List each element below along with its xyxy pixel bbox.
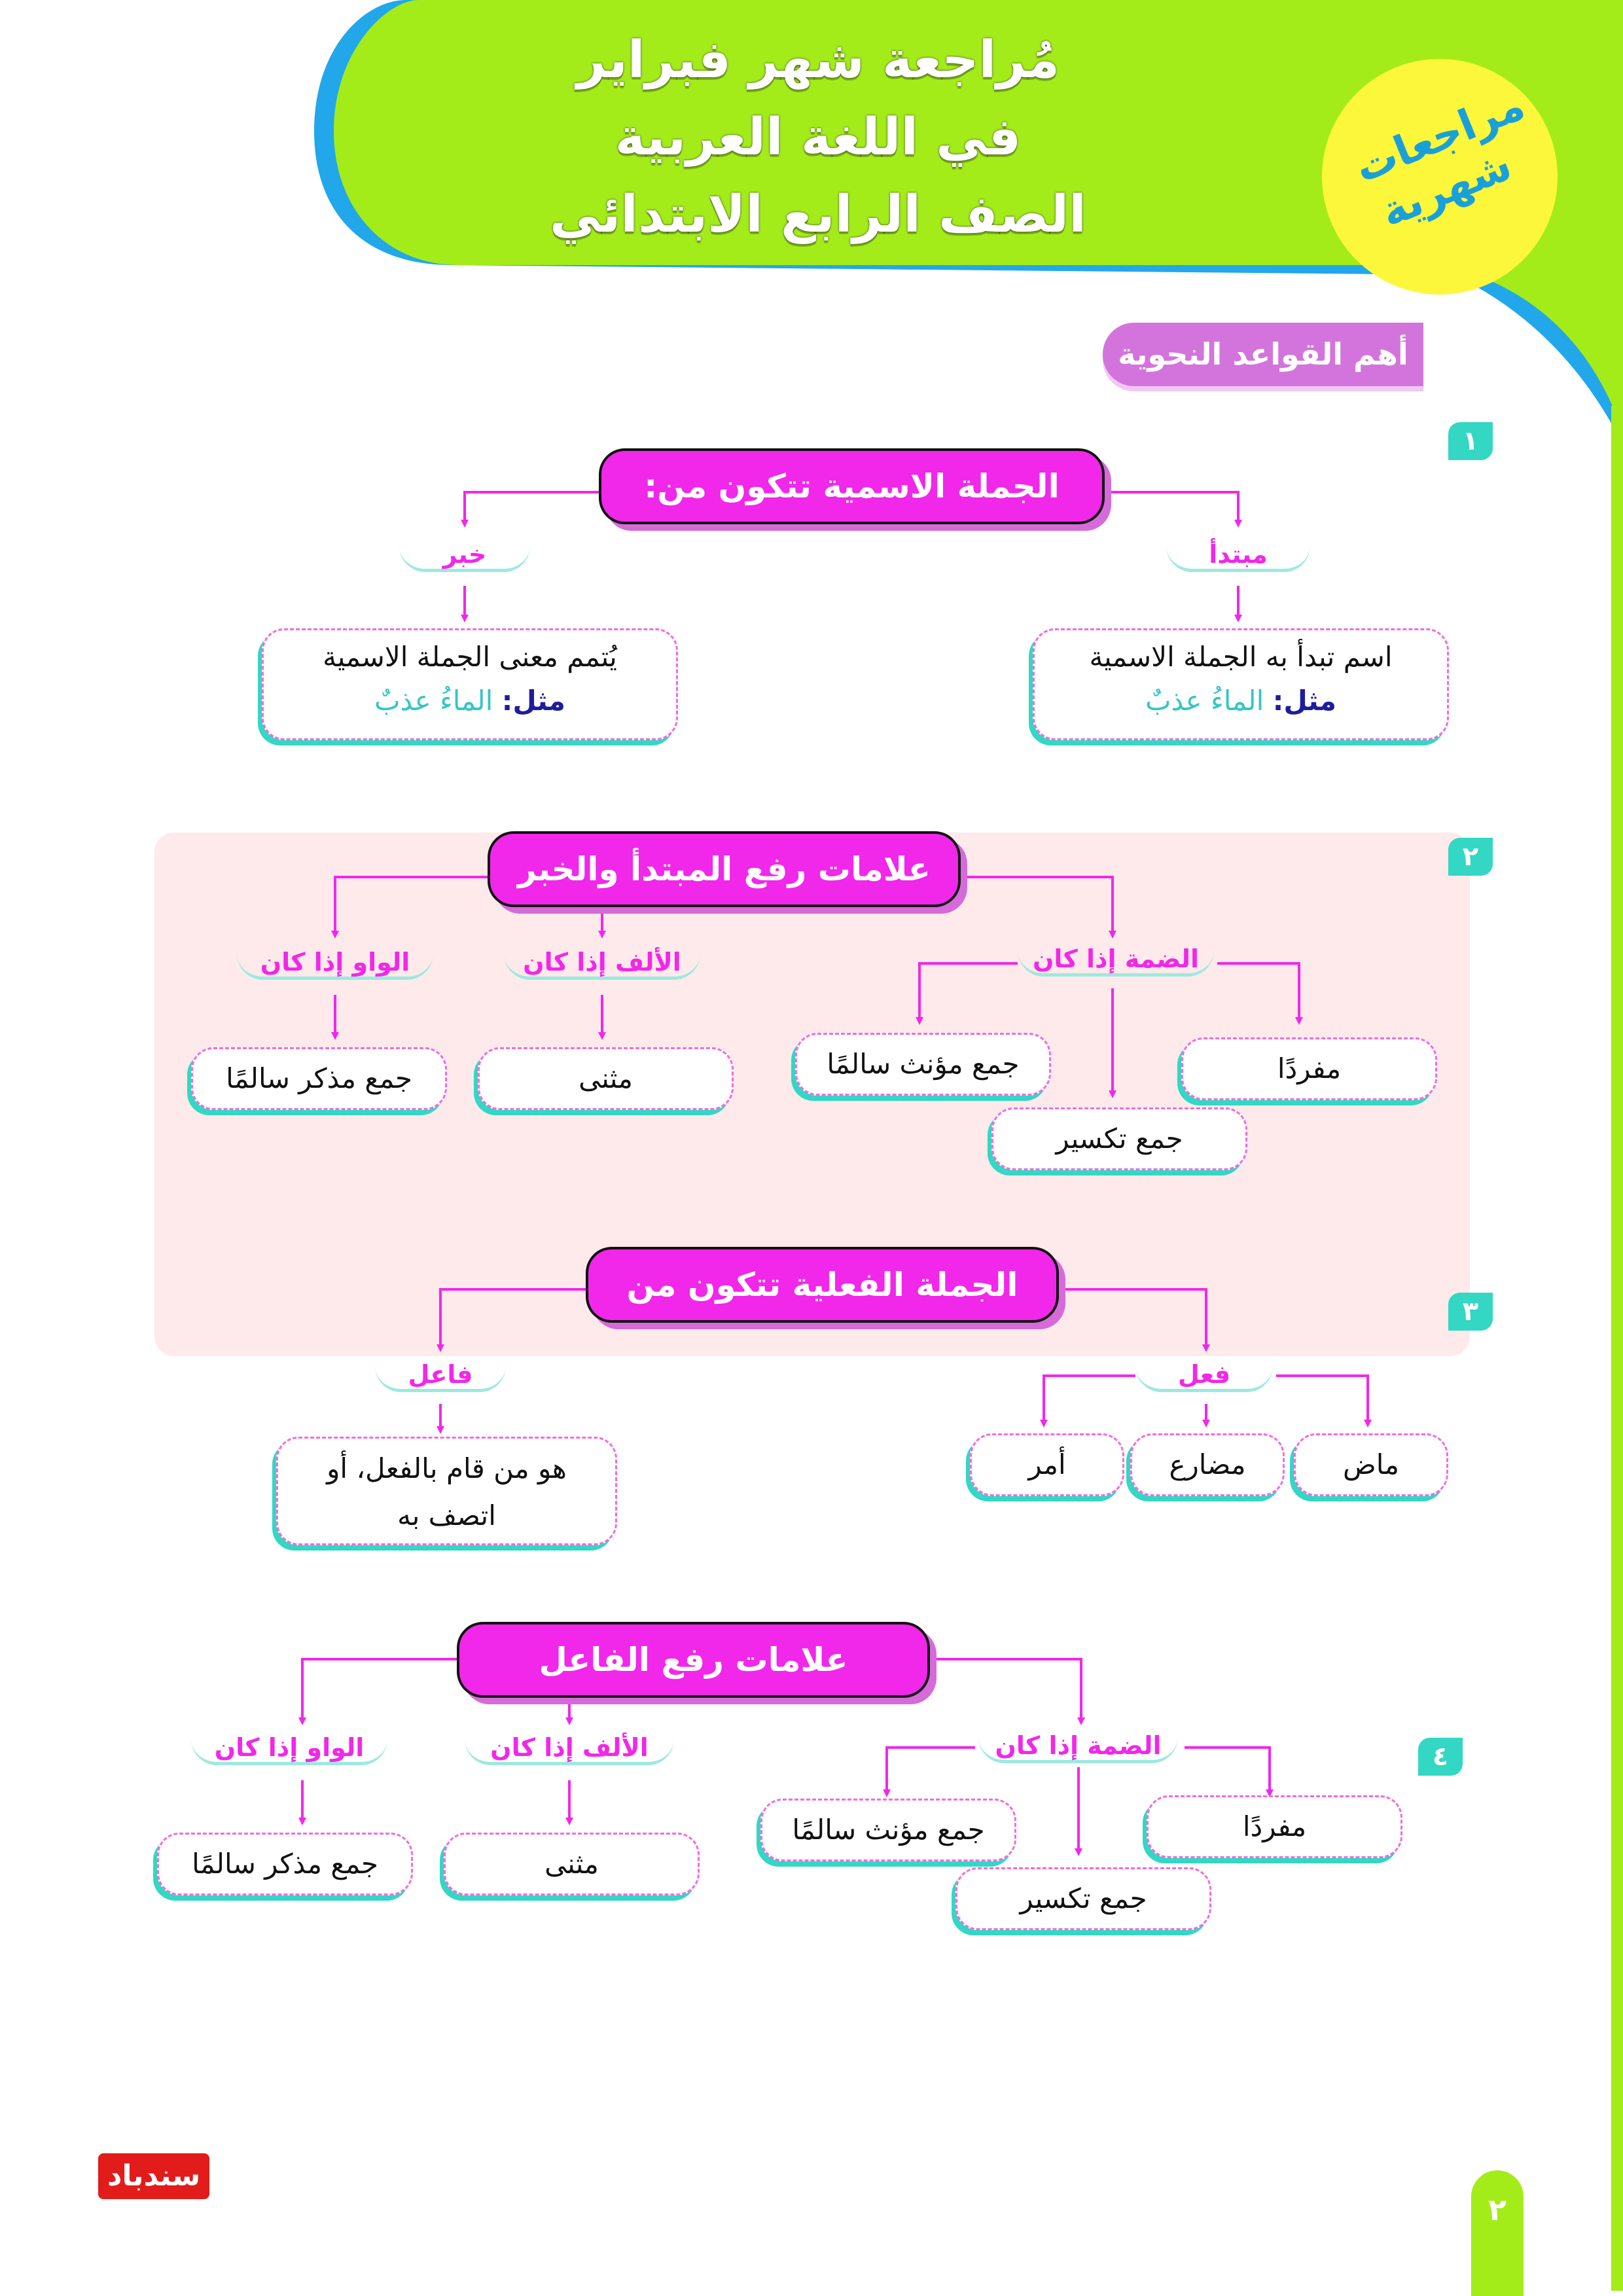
example-value: الماءُ عذبٌ [374,685,493,717]
label-damma: الضمة إذا كان [978,1731,1178,1763]
label-fel: فعل [1135,1360,1273,1392]
box-feminine-plural: جمع مؤنث سالمًا [760,1799,1016,1861]
example-value: الماءُ عذبٌ [1145,685,1264,717]
side-stripe [1611,406,1623,2291]
box-past: ماض [1294,1433,1448,1496]
mubtada-definition-box: اسم تبدأ به الجملة الاسمية مثل: الماءُ ع… [1033,628,1449,740]
title-line-1: مُراجعة شهر فبراير [576,31,1060,90]
fael-definition-box: هو من قام بالفعل، أو اتصف به [276,1437,617,1545]
label-alif: الألف إذا كان [465,1733,674,1765]
title-line-2: في اللغة العربية [615,108,1022,167]
box-present: مضارع [1130,1433,1285,1496]
example-label: مثل: [1272,685,1337,717]
khabar-example-row: مثل: الماءُ عذبٌ [264,685,676,717]
fael-definition-line-1: هو من قام بالفعل، أو [327,1452,567,1484]
box-singular: مفردًا [1181,1037,1437,1100]
fael-definition-line-2: اتصف به [397,1499,496,1532]
mubtada-example-row: مثل: الماءُ عذبٌ [1035,685,1447,717]
label-fael: فاعل [375,1360,506,1392]
section-number-1: ١ [1448,422,1493,460]
label-khabar: خبر [399,540,530,572]
headline-subject-predicate-marks: علامات رفع المبتدأ والخبر [488,831,961,907]
label-alif: الألف إذا كان [504,948,700,980]
section-number-2: ٢ [1448,838,1493,876]
box-feminine-plural: جمع مؤنث سالمًا [795,1033,1051,1096]
headline-nominal-sentence: الجملة الاسمية تتكون من: [599,448,1105,524]
brand-logo: سندباد [98,2153,209,2199]
box-broken-plural: جمع تكسير [991,1107,1247,1170]
label-mubtada: مبتدأ [1166,540,1310,572]
headline-fael-marks: علامات رفع الفاعل [457,1622,930,1698]
box-broken-plural: جمع تكسير [955,1867,1211,1930]
box-masculine-plural: جمع مذكر سالمًا [157,1833,413,1895]
khabar-definition-box: يُتمم معنى الجملة الاسمية مثل: الماءُ عذ… [262,628,678,740]
title-line-3: الصف الرابع الابتدائي [550,185,1086,244]
header-background [314,0,1623,445]
page-number: ٢ [1471,2170,1524,2296]
label-waw: الواو إذا كان [191,1733,387,1765]
mubtada-definition: اسم تبدأ به الجملة الاسمية [1089,641,1393,673]
label-waw: الواو إذا كان [237,948,433,980]
box-dual: مثنى [444,1833,700,1895]
headline-verbal-sentence: الجملة الفعلية تتكون من [586,1247,1059,1323]
khabar-definition: يُتمم معنى الجملة الاسمية [323,641,617,673]
section-number-3: ٣ [1448,1293,1493,1331]
box-singular: مفردًا [1147,1795,1402,1858]
example-label: مثل: [501,685,566,717]
box-dual: مثنى [478,1047,734,1110]
box-masculine-plural: جمع مذكر سالمًا [191,1047,447,1110]
section-label: أهم القواعد النحوية [1103,323,1423,386]
label-damma: الضمة إذا كان [1018,944,1214,977]
section-number-4: ٤ [1418,1738,1463,1776]
box-imperative: أمر [970,1433,1124,1496]
